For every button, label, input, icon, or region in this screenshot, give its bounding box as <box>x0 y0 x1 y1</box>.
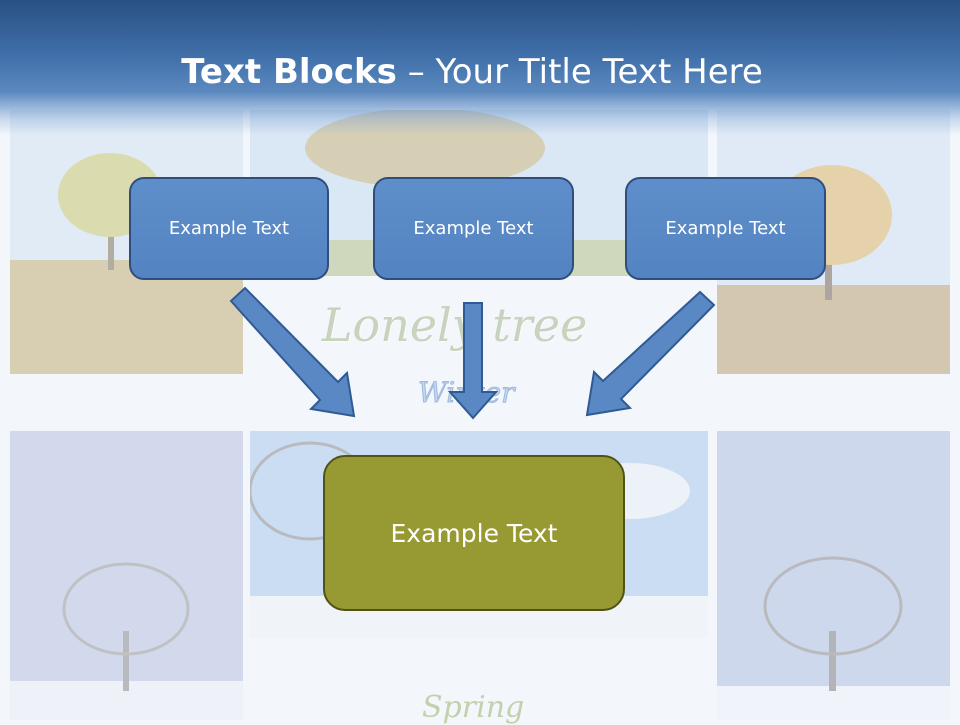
text-block-3-label: Example Text <box>665 218 786 239</box>
title-band <box>0 0 960 135</box>
text-block-1[interactable]: Example Text <box>129 177 329 280</box>
arrow-center-down[interactable] <box>447 302 499 420</box>
slide-title[interactable]: Text Blocks – Your Title Text Here <box>0 52 944 92</box>
text-block-2-label: Example Text <box>413 218 534 239</box>
slide-title-rest: – Your Title Text Here <box>396 52 763 92</box>
text-block-main[interactable]: Example Text <box>323 455 625 611</box>
arrow-left-diagonal[interactable] <box>229 286 356 418</box>
background-photo-winter-right <box>717 431 950 720</box>
text-block-3[interactable]: Example Text <box>625 177 826 280</box>
text-block-main-label: Example Text <box>390 518 558 548</box>
background-watermark-title: Lonely tree <box>322 298 588 352</box>
text-block-1-label: Example Text <box>168 218 290 239</box>
text-block-2[interactable]: Example Text <box>373 177 574 280</box>
background-photo-winter-left <box>10 431 243 720</box>
slide-title-bold: Text Blocks <box>181 52 397 92</box>
arrow-right-diagonal[interactable] <box>585 290 716 417</box>
background-watermark-spring: Spring <box>422 690 525 725</box>
